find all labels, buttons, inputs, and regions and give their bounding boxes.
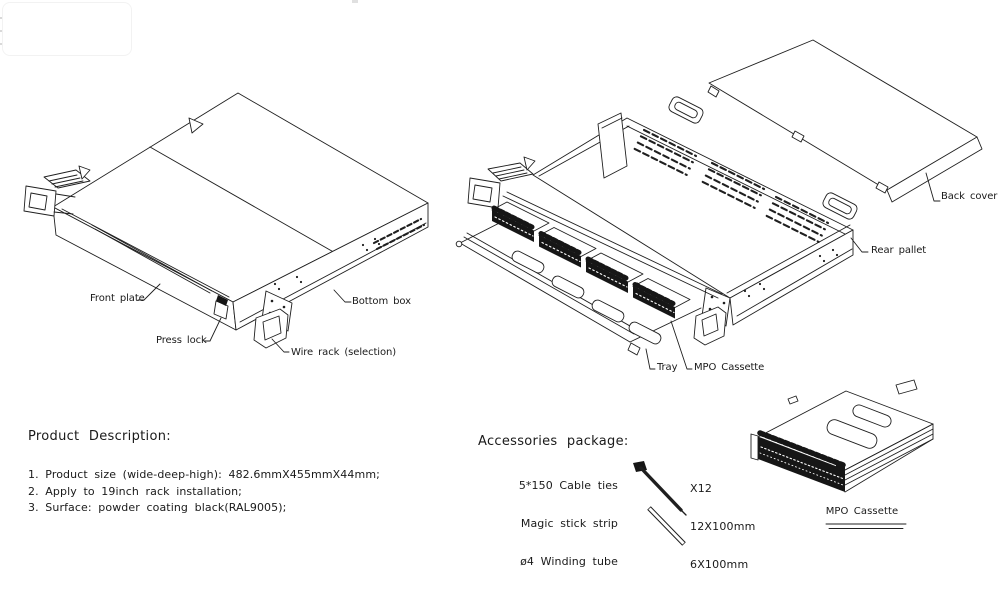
accessory-magic-strip-label: Magic stick strip [520,517,618,530]
scan-dot [0,43,2,45]
tray-label: Tray [657,362,678,373]
cable-tie-icon [633,461,687,516]
accessory-cable-ties-qty: X12 [690,482,713,495]
product-description-heading: Product Description: [28,429,171,444]
product-description-list: 1. Product size (wide-deep-high): 482.6m… [28,467,380,517]
accessory-cable-ties-label: 5*150 Cable ties [518,479,618,492]
scan-dot [0,17,2,19]
closed-chassis-drawing [23,92,429,353]
accessories-heading: Accessories package: [478,434,629,449]
scan-dot [0,30,2,32]
faint-card-artifact [2,2,132,56]
front-plate-label: Front plate [90,293,145,304]
accessory-winding-tube-qty: 6X100mm [690,558,749,571]
accessory-magic-strip-qty: 12X100mm [690,520,756,533]
magic-strip-icon [647,506,686,546]
mpo-cassette-drawing [750,379,934,529]
rear-pallet-label: Rear pallet [871,245,927,256]
tray-cassettes [491,201,691,319]
product-description-item: 1. Product size (wide-deep-high): 482.6m… [28,468,380,481]
back-cover-label: Back cover [941,191,998,202]
accessory-winding-tube-label: ø4 Winding tube [520,555,618,568]
mpo-cassette-label: MPO Cassette [694,362,765,373]
scan-artifact [352,0,358,3]
product-description-item: 2. Apply to 19inch rack installation; [28,484,242,498]
bottom-box-label: Bottom box [352,296,411,307]
exploded-chassis-drawing [455,39,983,370]
press-lock-label: Press lock [156,335,207,346]
product-description-item: 3. Surface: powder coating black(RAL9005… [28,501,287,514]
wire-rack-label: Wire rack (selection) [291,347,397,358]
mpo-cassette-caption: MPO Cassette [825,506,899,517]
